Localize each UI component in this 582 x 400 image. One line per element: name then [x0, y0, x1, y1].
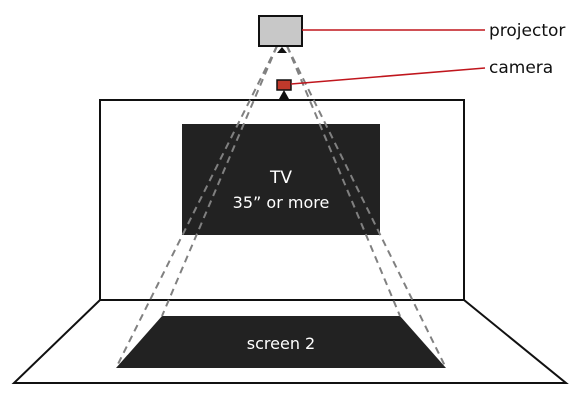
camera-label: camera [489, 58, 553, 78]
tv-screen [182, 124, 380, 235]
camera-stand [279, 90, 289, 99]
camera-leader-line [290, 67, 486, 85]
projection-beam [115, 45, 447, 369]
tv-label-line2: 35” or more [233, 193, 330, 212]
tv-label-line1: TV [269, 168, 292, 188]
beam-outer-left [115, 45, 278, 369]
projector-lens [277, 47, 287, 53]
camera-body [276, 79, 292, 91]
beam-inner-right [286, 45, 401, 317]
beam-inner-left [161, 45, 278, 317]
floor-screen [116, 316, 446, 368]
floor-screen-label: screen 2 [247, 334, 315, 353]
projector-box [258, 15, 303, 47]
projector-label: projector [489, 21, 565, 41]
